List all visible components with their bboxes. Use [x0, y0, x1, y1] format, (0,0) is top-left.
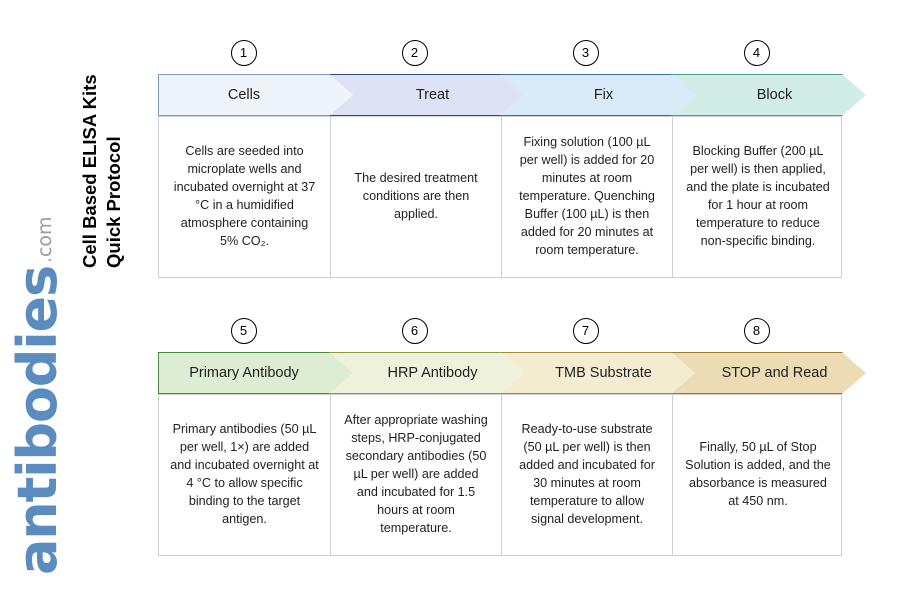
step-chevron[interactable]: HRP Antibody: [329, 352, 524, 394]
logo-wordmark: antibodies: [6, 266, 69, 575]
antibodies-logo: antibodies .com: [6, 216, 69, 575]
step-chevron[interactable]: TMB Substrate: [500, 352, 695, 394]
step-chevron-label: Cells: [227, 87, 261, 103]
step-chevrons-row-2: Primary Antibody HRP Antibody TMB Substrat…: [158, 352, 866, 394]
step-chevron-label: Block: [756, 87, 793, 103]
step-descriptions-row-1: Cells are seeded into microplate wells a…: [158, 116, 842, 278]
step-description-text: Cells are seeded into microplate wells a…: [173, 144, 316, 248]
step-number-badge: 4: [743, 40, 770, 66]
step-chevron[interactable]: STOP and Read: [671, 352, 866, 394]
step-description-cell: After appropriate washing steps, HRP-con…: [330, 395, 501, 555]
step-chevron-label: Treat: [415, 87, 450, 103]
step-description-cell: The desired treatment conditions are the…: [330, 117, 501, 277]
step-number-badge: 7: [572, 318, 599, 344]
step-chevron[interactable]: Cells: [158, 74, 353, 116]
step-description-text: The desired treatment conditions are the…: [354, 171, 478, 221]
step-description-cell: Fixing solution (100 µL per well) is add…: [501, 117, 672, 277]
step-number-badge: 1: [230, 40, 257, 66]
left-branding-panel: Cell Based ELISA Kits Quick Protocol ant…: [0, 0, 160, 594]
step-chevron[interactable]: Fix: [500, 74, 695, 116]
page-title-line2: Quick Protocol: [102, 136, 124, 268]
step-description-text: Fixing solution (100 µL per well) is add…: [519, 135, 655, 257]
step-description-cell: Finally, 50 µL of Stop Solution is added…: [672, 395, 843, 555]
page-title-line1: Cell Based ELISA Kits: [79, 74, 100, 268]
page-title: Cell Based ELISA Kits Quick Protocol: [78, 74, 125, 268]
step-description-text: Blocking Buffer (200 µL per well) is the…: [686, 144, 830, 248]
protocol-row-1: 1 2 3 4 Cells Treat Fix Block Cells are seeded…: [158, 40, 866, 278]
step-number-badge: 3: [572, 40, 599, 66]
step-description-text: Primary antibodies (50 µL per well, 1×) …: [170, 422, 319, 526]
step-description-cell: Blocking Buffer (200 µL per well) is the…: [672, 117, 843, 277]
protocol-row-2: 5 6 7 8 Primary Antibody HRP Antibody TMB Sub…: [158, 318, 866, 556]
step-description-cell: Cells are seeded into microplate wells a…: [159, 117, 330, 277]
step-description-text: Ready-to-use substrate (50 µL per well) …: [519, 422, 655, 526]
step-chevron-label: HRP Antibody: [387, 365, 478, 381]
step-chevrons-row-1: Cells Treat Fix Block: [158, 74, 866, 116]
step-chevron[interactable]: Primary Antibody: [158, 352, 353, 394]
step-chevron-label: TMB Substrate: [555, 365, 652, 381]
step-number-badge: 2: [401, 40, 428, 66]
step-chevron-label: Primary Antibody: [189, 365, 299, 381]
step-description-text: After appropriate washing steps, HRP-con…: [344, 413, 488, 535]
step-badges-row-2: 5 6 7 8: [158, 318, 842, 346]
step-descriptions-row-2: Primary antibodies (50 µL per well, 1×) …: [158, 394, 842, 556]
step-chevron[interactable]: Treat: [329, 74, 524, 116]
step-number-badge: 8: [743, 318, 770, 344]
step-description-cell: Ready-to-use substrate (50 µL per well) …: [501, 395, 672, 555]
step-chevron-label: STOP and Read: [721, 365, 828, 381]
step-number-badge: 5: [230, 318, 257, 344]
step-number-badge: 6: [401, 318, 428, 344]
step-description-text: Finally, 50 µL of Stop Solution is added…: [685, 440, 831, 508]
logo-domain-suffix: .com: [34, 216, 57, 264]
step-chevron[interactable]: Block: [671, 74, 866, 116]
step-badges-row-1: 1 2 3 4: [158, 40, 842, 68]
step-chevron-label: Fix: [593, 87, 614, 103]
step-description-cell: Primary antibodies (50 µL per well, 1×) …: [159, 395, 330, 555]
